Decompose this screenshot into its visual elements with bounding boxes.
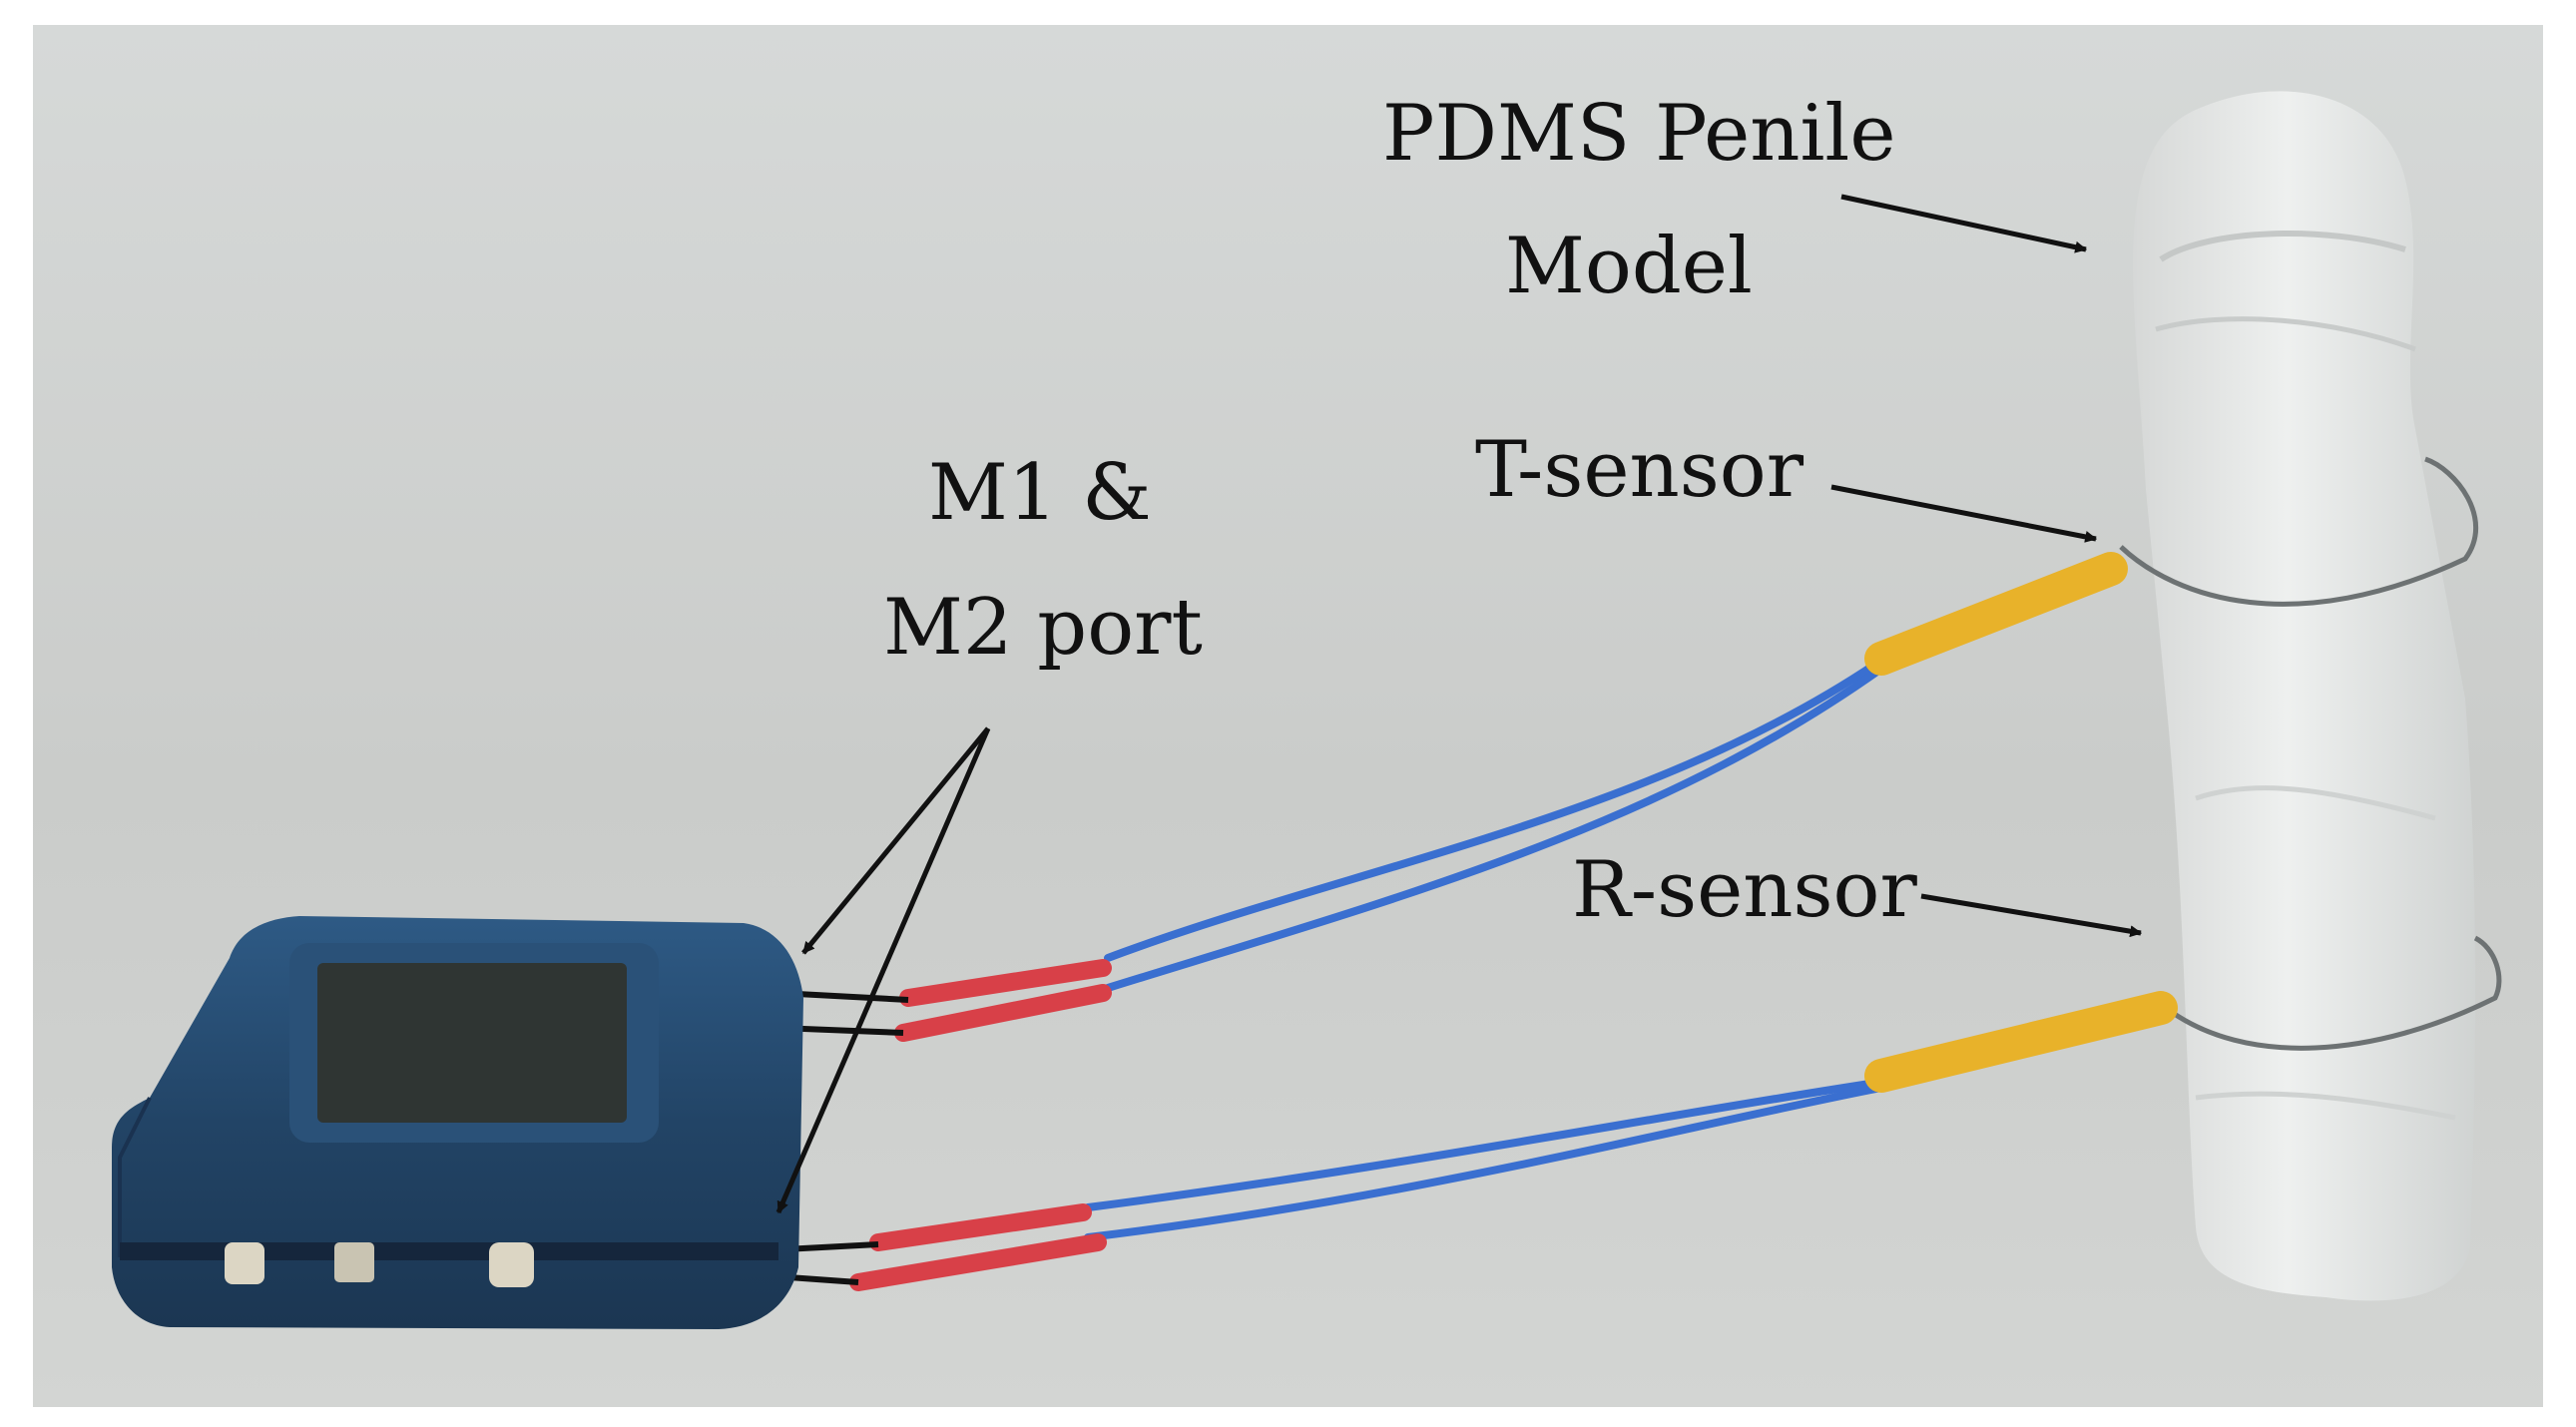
arrow-t-sensor: [1830, 484, 2098, 543]
r-sensor-label: R-sensor: [1572, 845, 1917, 935]
r-sensor-ring: [2164, 935, 2502, 1051]
arrow-r-sensor: [1920, 893, 2143, 938]
red-heatshrink: [849, 959, 1112, 1291]
yellow-heatshrink: [1864, 552, 2178, 1093]
pdms-model: [2133, 91, 2475, 1301]
port-label-line2: M2 port: [883, 583, 1203, 673]
t-sensor-ring: [2119, 456, 2479, 607]
pdms-model-label-line1: PDMS Penile: [1382, 89, 1896, 179]
wires: [1084, 660, 1885, 1241]
arrow-m1-port: [801, 726, 990, 955]
monitor-device: [112, 916, 803, 1329]
device-screen: [317, 963, 627, 1123]
pdms-model-label-line2: Model: [1505, 222, 1753, 311]
arrow-m2-port: [775, 727, 991, 1214]
arrow-pdms-model: [1840, 194, 2088, 253]
annotation-arrows: [775, 194, 2143, 1214]
port-label-line1: M1 &: [928, 448, 1152, 538]
t-sensor-label: T-sensor: [1475, 425, 1804, 515]
